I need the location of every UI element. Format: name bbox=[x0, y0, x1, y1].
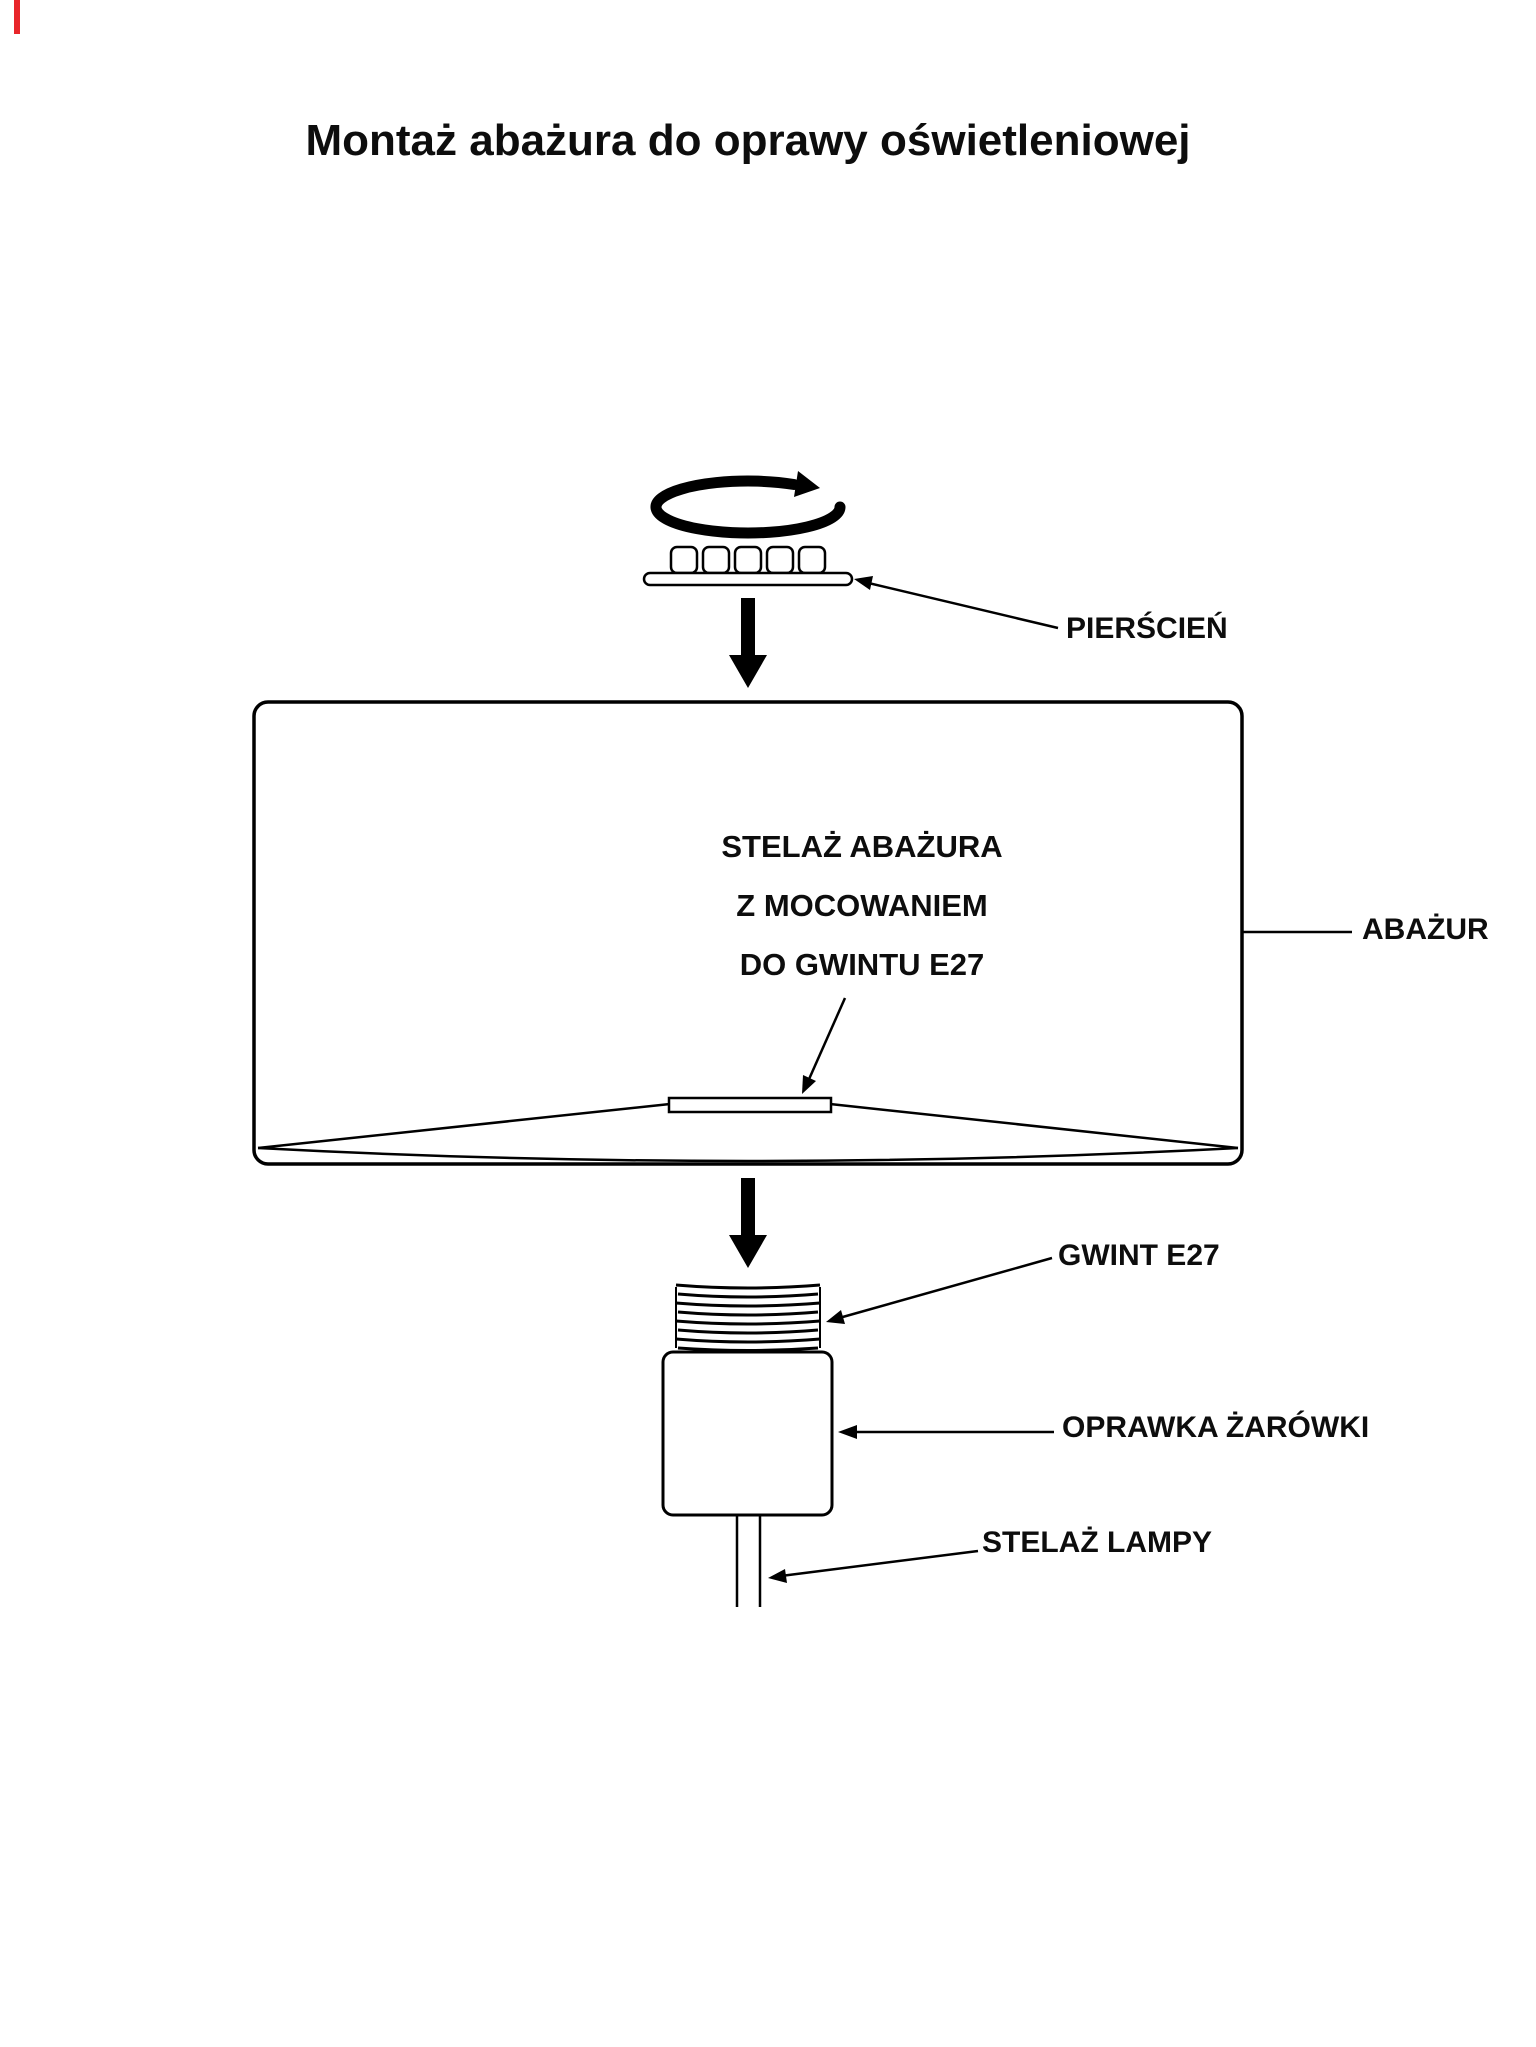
label-ring: PIERŚCIEŃ bbox=[1066, 612, 1228, 645]
e27-thread bbox=[675, 1283, 821, 1352]
rotate-clockwise-icon bbox=[650, 471, 846, 539]
ring-part bbox=[642, 545, 854, 587]
label-lamp-frame: STELAŻ LAMPY bbox=[982, 1526, 1212, 1559]
shade-caption-line-3: DO GWINTU E27 bbox=[739, 947, 985, 982]
ring-leader-arrow bbox=[854, 576, 1059, 630]
page-title: Montaż abażura do oprawy oświetleniowej bbox=[305, 116, 1191, 165]
down-arrow-icon-top bbox=[729, 598, 767, 688]
down-arrow-icon-bottom bbox=[729, 1178, 767, 1268]
label-lampshade: ABAŻUR bbox=[1362, 913, 1489, 946]
shade-frame-caption: STELAŻ ABAŻURA Z MOCOWANIEM DO GWINTU E2… bbox=[612, 817, 1112, 994]
shade-frame bbox=[257, 1096, 1239, 1163]
label-e27-thread: GWINT E27 bbox=[1058, 1239, 1220, 1272]
label-bulb-socket: OPRAWKA ŻARÓWKI bbox=[1062, 1411, 1370, 1444]
mount-leader-arrow bbox=[802, 997, 847, 1094]
socket-leader-arrow bbox=[838, 1425, 1054, 1439]
lamp-stem bbox=[735, 1515, 762, 1607]
e27-mount-plate bbox=[667, 1096, 833, 1114]
stem-leader-arrow bbox=[768, 1549, 979, 1583]
scan-artifact-mark bbox=[14, 0, 20, 34]
bulb-socket-body bbox=[661, 1350, 834, 1517]
shade-caption-line-2: Z MOCOWANIEM bbox=[736, 888, 988, 923]
shade-caption-line-1: STELAŻ ABAŻURA bbox=[721, 829, 1003, 864]
thread-leader-arrow bbox=[826, 1256, 1053, 1324]
